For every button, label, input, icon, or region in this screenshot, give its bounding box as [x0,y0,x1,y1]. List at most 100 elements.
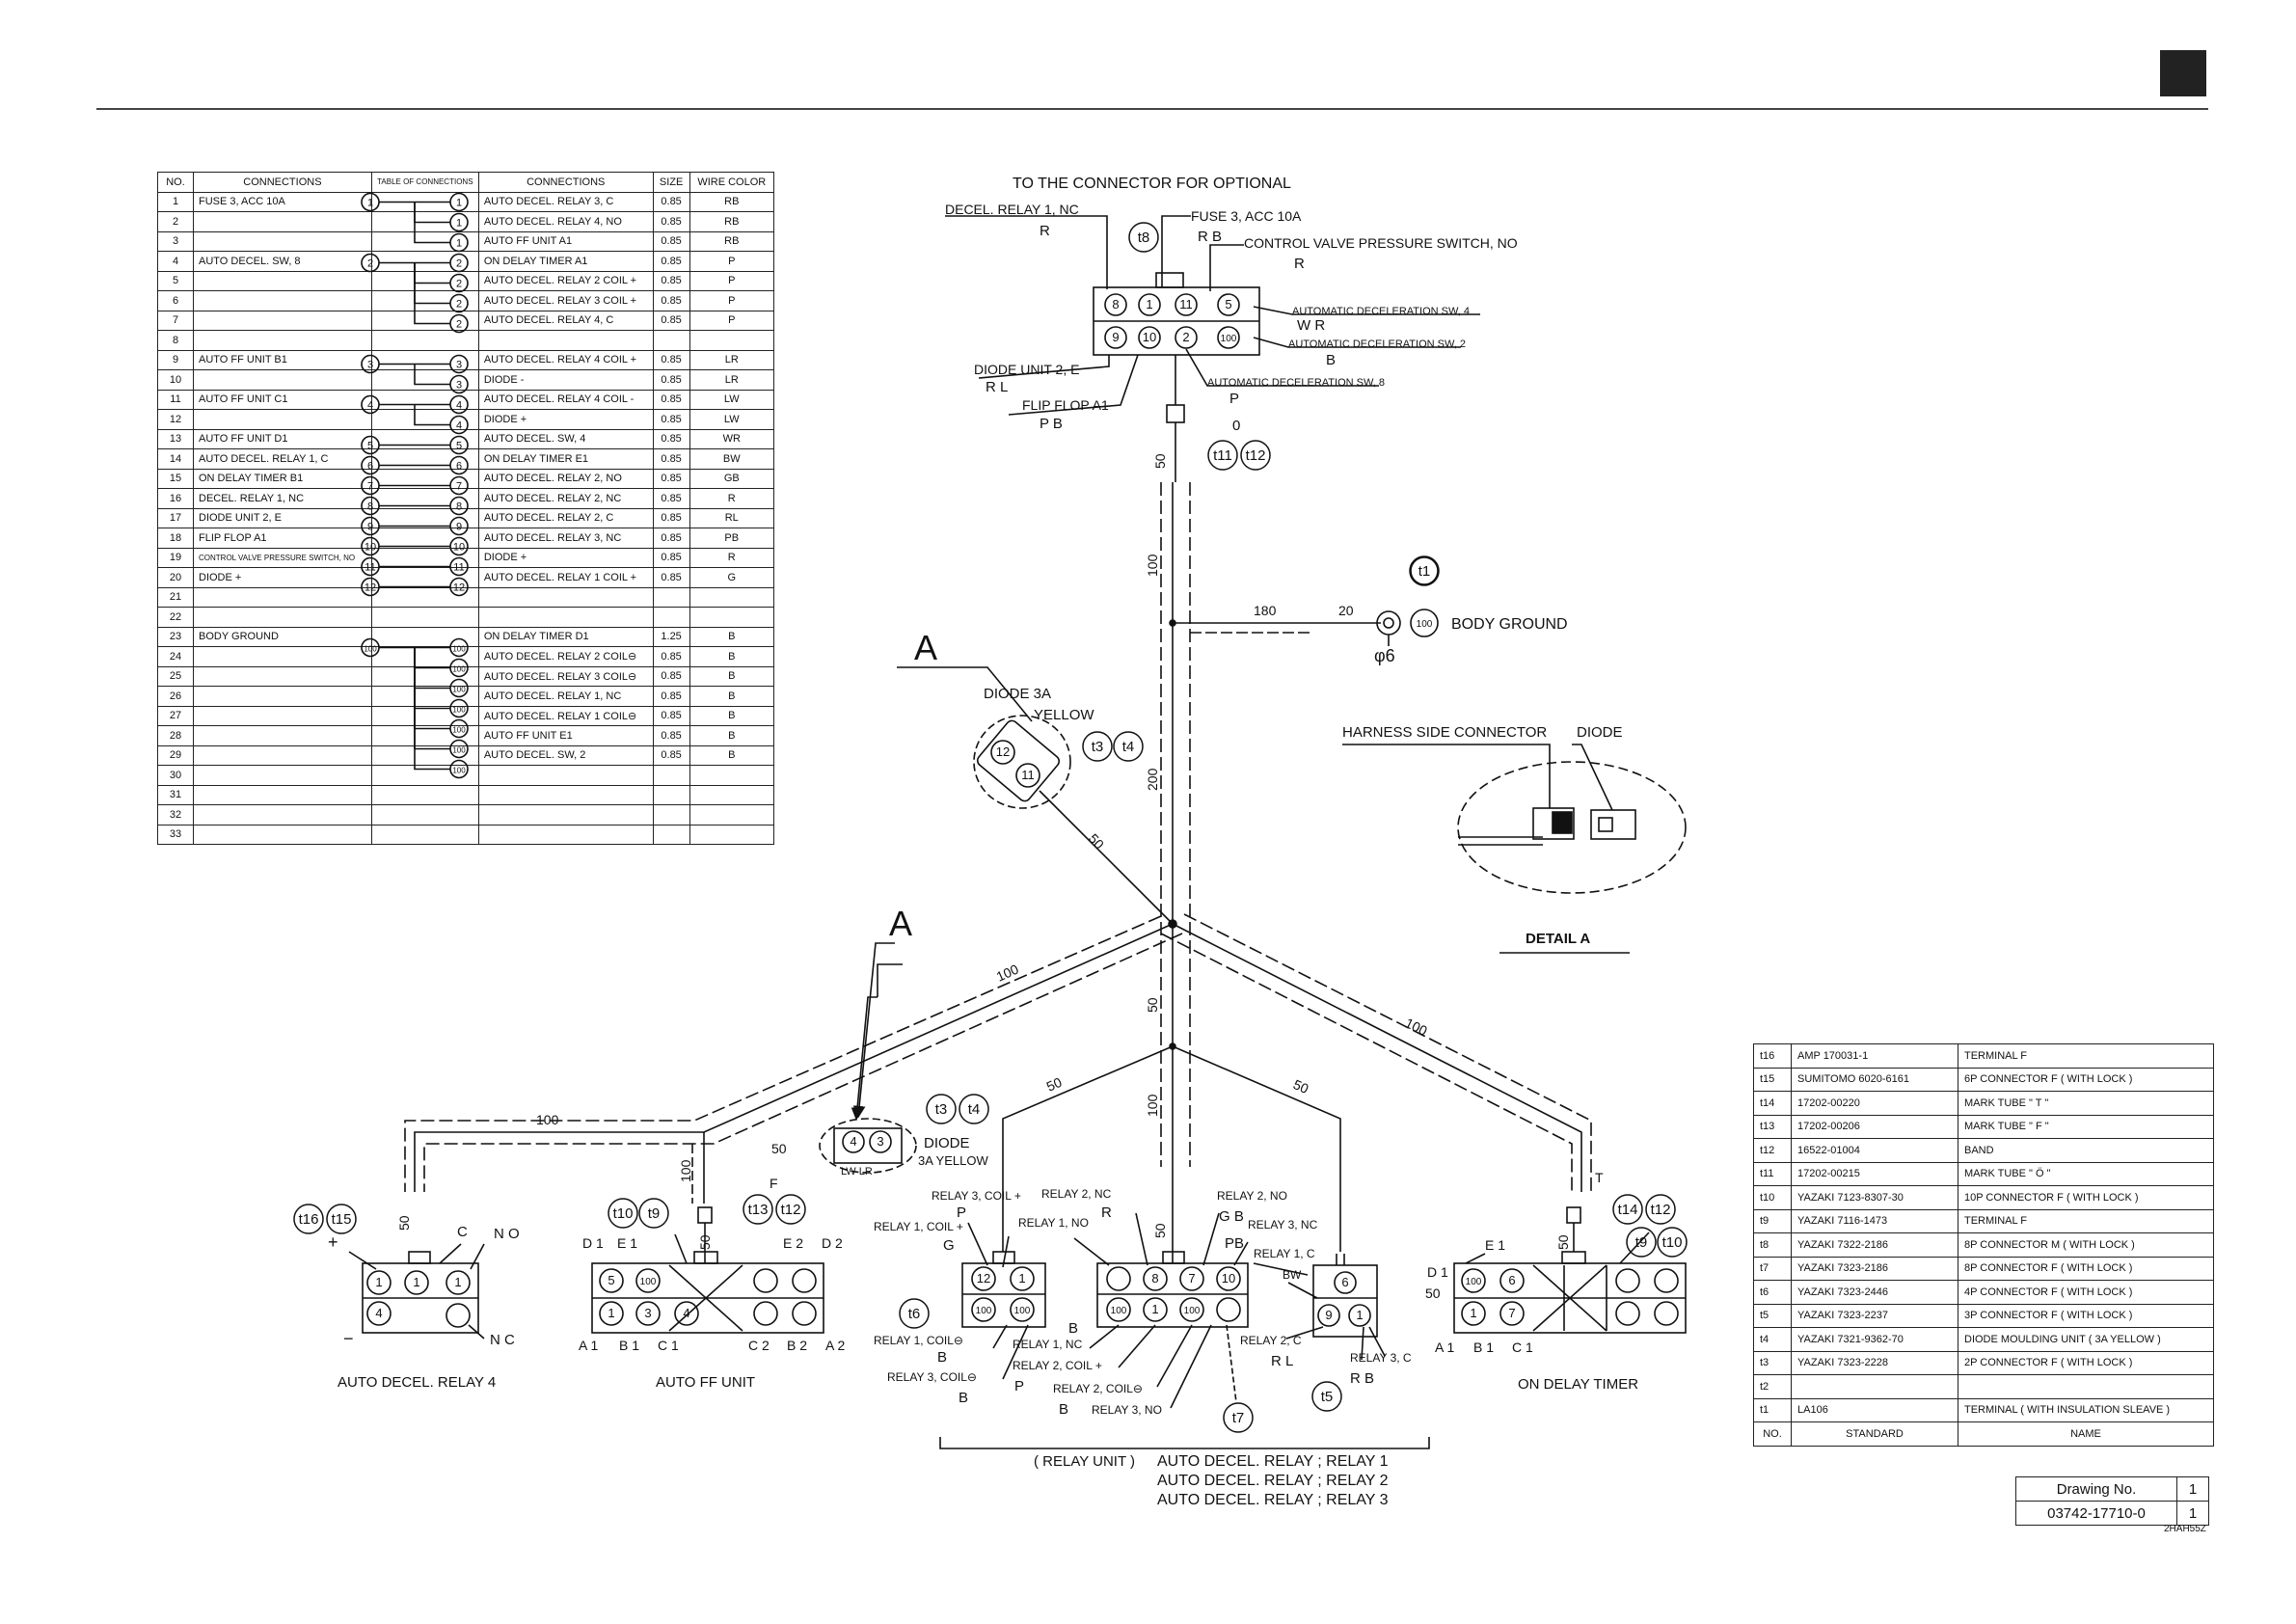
connector-pin-number: 1 [1356,1308,1363,1322]
label-r1: R [1040,223,1050,239]
part-name: 4P CONNECTOR F ( WITH LOCK ) [1958,1280,2214,1305]
label-rb: R B [1198,229,1222,245]
part-standard: YAZAKI 7321-9362-70 [1791,1327,1958,1352]
label-b1: B [1326,352,1336,368]
label-r2-coil-plus: RELAY 2, COIL + [1013,1359,1102,1372]
connector-pin-number: 12 [996,744,1010,759]
label-r2: R [1294,256,1305,272]
dim-50-relay2: 50 [1152,1223,1168,1238]
part-marker [775,1194,806,1225]
connection-size: 0.85 [652,251,690,272]
label-wr: W R [1297,317,1325,334]
connector-pin-number: 1 [413,1275,419,1289]
part-marker-label: t11 [1213,447,1232,464]
part-marker [1113,731,1144,762]
part-standard: YAZAKI 7323-2446 [1791,1280,1958,1305]
table-pin-a-label: 12 [365,582,376,594]
connection-no: 29 [157,744,194,766]
part-marker-label: t1 [1418,563,1431,580]
part-marker [1082,731,1113,762]
table-pin-b-label: 1 [456,198,462,209]
label-r2-c: RELAY 2, C [1240,1334,1302,1347]
table-pin-b-label: 100 [452,726,466,735]
table-pin-a-label: 11 [365,562,375,574]
table-pin-a-label: 8 [367,501,373,513]
part-marker [959,1094,989,1124]
label-e1: E 1 [617,1235,637,1251]
label-r3-coil-minus: RELAY 3, COIL⊖ [887,1370,977,1384]
connector-pin-number: 3 [644,1306,651,1320]
table-pin-b-label: 7 [456,481,462,493]
label-p1: P [1229,391,1239,407]
connection-to: AUTO DECEL. RELAY 3, NC [477,528,654,549]
part-marker [638,1198,669,1229]
part-standard: AMP 170031-1 [1791,1043,1958,1069]
label-fuse3: FUSE 3, ACC 10A [1191,208,1302,224]
connection-no: 33 [157,824,194,845]
part-marker-label: t15 [332,1211,352,1228]
part-marker-label: t10 [613,1205,634,1222]
label-a2: A 2 [825,1338,845,1353]
label-a1-timer: A 1 [1435,1340,1454,1355]
part-name [1958,1374,2214,1399]
table-pin-b [449,536,469,556]
connection-to: AUTO DECEL. RELAY 4 COIL - [477,389,654,410]
part-name: DIODE MOULDING UNIT ( 3A YELLOW ) [1958,1327,2214,1352]
part-no: t7 [1753,1256,1792,1281]
table-pin-b-label: 100 [452,686,466,694]
connector-pin-number: 1 [1018,1271,1025,1286]
dim-50-relay-left: 50 [1044,1074,1065,1095]
connector-pin-number: 9 [1112,330,1119,344]
part-standard: YAZAKI 7323-2228 [1791,1350,1958,1375]
label-on-delay: ON DELAY TIMER [1518,1376,1638,1393]
table-pin-b-label: 2 [456,258,462,270]
connector-pin-number: 1 [1470,1306,1476,1320]
connector-pin-number: 10 [1222,1271,1235,1286]
table-pin-b [449,435,469,455]
label-pb: P B [1040,416,1063,432]
table-pin-b-label: 9 [456,522,462,533]
table-pin-b-label: 8 [456,501,462,513]
connection-size: 1.25 [652,626,690,647]
table-pin-b-label: 3 [456,380,462,392]
dim-100-trunk: 100 [1145,554,1160,577]
connector-pin-number: 100 [640,1277,657,1287]
part-standard: 17202-00220 [1791,1091,1958,1116]
part-marker-label: t9 [1635,1234,1648,1251]
connection-to: AUTO FF UNIT E1 [477,725,654,746]
label-diode-3a: DIODE 3A [984,686,1051,702]
parts-col-standard: STANDARD [1791,1421,1958,1447]
part-marker-label: t3 [1092,739,1104,755]
table-pin-b-label: 4 [456,420,462,432]
label-b1-ff: B 1 [619,1338,639,1353]
part-marker [1612,1194,1643,1225]
connection-no: 18 [157,528,194,549]
table-pin-b-label: 12 [453,582,465,594]
part-marker [293,1204,324,1234]
connection-to: AUTO DECEL. RELAY 4, C [477,310,654,331]
connection-row: 30 [157,765,775,786]
connector-pin-number: 100 [1184,1306,1201,1316]
label-r1-coil-minus: RELAY 1, COIL⊖ [874,1334,963,1347]
label-relay-1: AUTO DECEL. RELAY ; RELAY 1 [1157,1453,1389,1470]
label-body-ground: BODY GROUND [1451,616,1568,633]
dim-50-mid: 50 [1145,997,1160,1013]
label-rb2: R B [1350,1370,1374,1387]
part-marker-label: t16 [299,1211,319,1228]
label-r1-c: RELAY 1, C [1254,1247,1315,1260]
part-name: TERMINAL F [1958,1043,2214,1069]
table-pin-b [449,577,469,597]
connector-pin-number: 11 [1179,297,1193,311]
col-connections-to: CONNECTIONS [477,172,654,193]
table-pin-b [449,516,469,536]
